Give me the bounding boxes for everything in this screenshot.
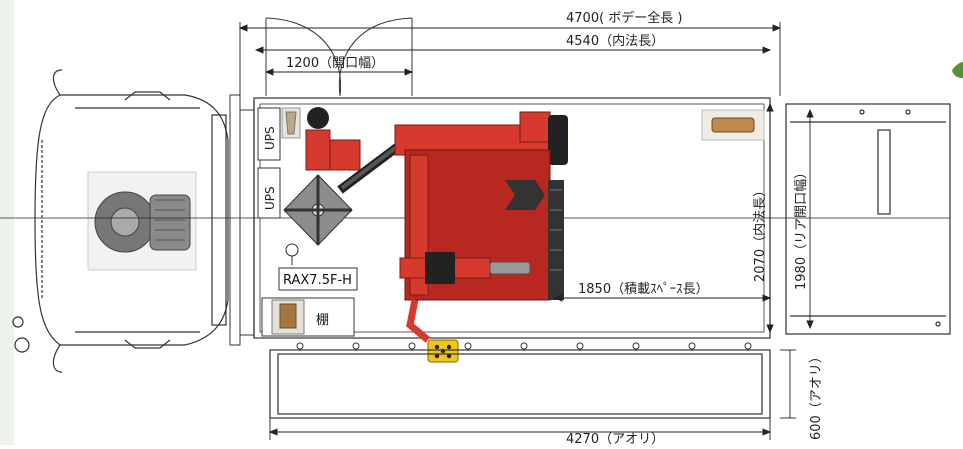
side-gate	[269, 349, 771, 419]
ups-bottom-label: UPS	[263, 186, 277, 210]
tire-changer	[283, 107, 403, 246]
overall-length-label: 4700( ボデー全長 )	[566, 10, 683, 26]
gate-width-label: 600（アオリ）	[809, 350, 824, 440]
shelf	[261, 297, 355, 337]
compressor	[285, 243, 299, 265]
filter-unit-image	[281, 107, 301, 139]
truck-cab	[12, 69, 229, 373]
page-edge	[0, 0, 14, 445]
wheel-balancer	[394, 111, 568, 343]
rear-opening-width-label: 1980（リア開口幅）	[794, 166, 809, 290]
inner-length-label: 4540（内法長）	[566, 33, 664, 49]
accent-leaf	[952, 62, 963, 78]
ups-top-label: UPS	[263, 126, 277, 150]
model-label: RAX7.5F-H	[283, 273, 352, 288]
dimension-lines	[238, 22, 814, 440]
side-doors	[265, 17, 413, 97]
ups-units	[257, 107, 281, 219]
tie-down-points	[296, 342, 752, 350]
model-label-box	[278, 267, 358, 291]
pump-image	[701, 109, 765, 141]
control-panel	[427, 339, 459, 363]
engine-image	[87, 171, 197, 271]
door-width-label: 1200（開口幅）	[286, 56, 384, 71]
shelf-label: 棚	[316, 313, 329, 328]
gate-length-label: 4270（アオリ）	[566, 432, 664, 445]
rear-gate	[785, 103, 951, 335]
cab-body-joint	[229, 94, 255, 346]
load-space-length-label: 1850（積載ｽﾍﾟｰｽ長）	[578, 282, 709, 297]
inner-width-label: 2070（内法長）	[752, 184, 768, 282]
